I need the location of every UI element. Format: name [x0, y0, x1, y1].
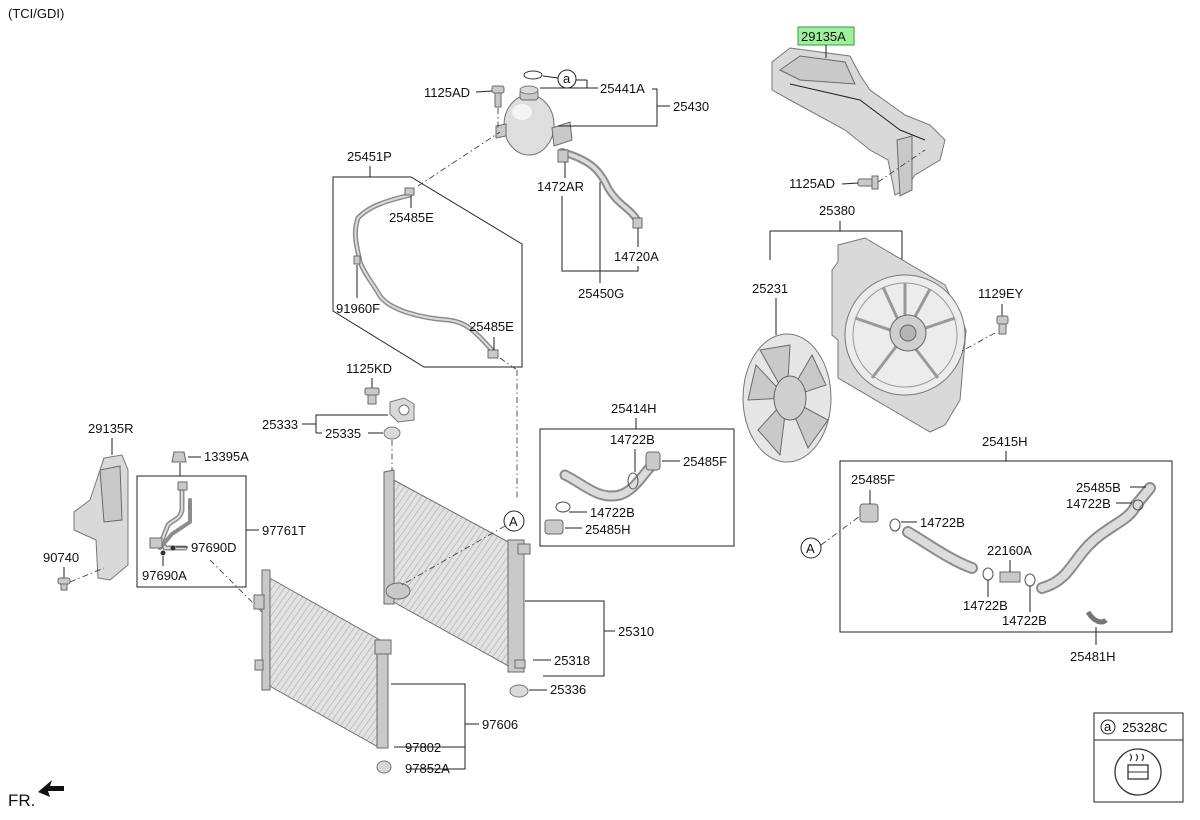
label-1125AD-top[interactable]: 1125AD	[424, 85, 470, 100]
upper-hose-part	[859, 482, 1156, 594]
label-25485B[interactable]: 25485B	[1076, 480, 1121, 495]
fan-shroud-part	[831, 237, 967, 433]
label-25430[interactable]: 25430	[673, 99, 709, 114]
mount-bracket-25333	[389, 397, 415, 423]
label-25415H[interactable]: 25415H	[982, 434, 1028, 449]
coolant-warning-icon	[1114, 748, 1162, 796]
label-22160A[interactable]: 22160A	[987, 543, 1032, 558]
label-25450G[interactable]: 25450G	[578, 286, 624, 301]
label-97690A[interactable]: 97690A	[142, 568, 187, 583]
insulator-25336	[509, 684, 529, 698]
ref-A-right: A	[806, 541, 815, 556]
label-97852A[interactable]: 97852A	[405, 761, 450, 776]
lower-hose-part	[544, 451, 661, 535]
label-1129EY[interactable]: 1129EY	[978, 286, 1024, 301]
label-25336[interactable]: 25336	[550, 682, 586, 697]
label-25328C[interactable]: 25328C	[1122, 720, 1168, 735]
ref-A-left: A	[509, 514, 518, 529]
bolt-1129EY	[996, 315, 1009, 335]
fan-blade-part	[742, 333, 832, 463]
insulator-25335	[383, 426, 401, 440]
label-29135R[interactable]: 29135R	[88, 421, 134, 436]
label-25231[interactable]: 25231	[752, 281, 788, 296]
label-25333[interactable]: 25333	[262, 417, 298, 432]
legend-ref-a: a	[1104, 719, 1112, 734]
cap-97852A	[376, 760, 392, 774]
label-90740[interactable]: 90740	[43, 550, 79, 565]
label-25335[interactable]: 25335	[325, 426, 361, 441]
label-1125KD[interactable]: 1125KD	[346, 361, 392, 376]
label-91960F[interactable]: 91960F	[336, 301, 380, 316]
label-1472AR[interactable]: 1472AR	[537, 179, 584, 194]
front-arrow-icon	[38, 780, 64, 797]
label-25310[interactable]: 25310	[618, 624, 654, 639]
label-14722B-box2-left[interactable]: 14722B	[920, 515, 965, 530]
upper-air-guard-part	[771, 47, 946, 197]
bracket-97761T	[136, 475, 247, 588]
ac-pipe-part	[149, 481, 192, 551]
label-25485E-upper[interactable]: 25485E	[389, 210, 434, 225]
condenser-part	[253, 569, 392, 749]
front-label: FR.	[8, 791, 35, 810]
label-14722B-box2-bottom-right[interactable]: 14722B	[1002, 613, 1047, 628]
label-25451P[interactable]: 25451P	[347, 149, 392, 164]
label-14722B-box1-bottom[interactable]: 14722B	[590, 505, 635, 520]
label-25481H[interactable]: 25481H	[1070, 649, 1116, 664]
label-97606[interactable]: 97606	[482, 717, 518, 732]
ref-circle-A-left	[503, 510, 525, 532]
cap-seal-ring	[523, 70, 543, 80]
clip-90740	[57, 577, 71, 591]
coolant-reservoir-part	[495, 85, 573, 156]
bolt-1125AD-top	[491, 85, 505, 108]
label-25414H[interactable]: 25414H	[611, 401, 657, 416]
label-97802[interactable]: 97802	[405, 740, 441, 755]
legend-ref-circle	[1100, 719, 1116, 735]
bolt-1125KD	[364, 387, 380, 405]
radiator-part	[383, 469, 531, 673]
clip-25481H	[1085, 610, 1108, 625]
label-25485H[interactable]: 25485H	[585, 522, 631, 537]
variant-label: (TCI/GDI)	[8, 6, 64, 21]
bracket-25414H	[539, 428, 735, 547]
label-25485E-lower[interactable]: 25485E	[469, 319, 514, 334]
label-25441A[interactable]: 25441A	[600, 81, 645, 96]
label-13395A[interactable]: 13395A	[204, 449, 249, 464]
bracket-25415H	[839, 460, 1173, 633]
label-25318[interactable]: 25318	[554, 653, 590, 668]
nut-13395A	[171, 451, 187, 463]
bracket-25451P	[332, 176, 523, 368]
label-14722B-box2-upper-right[interactable]: 14722B	[1066, 496, 1111, 511]
breather-hose-part	[352, 187, 499, 359]
ref-circle-A-right	[800, 537, 822, 559]
label-1125AD-right[interactable]: 1125AD	[789, 176, 835, 191]
ref-a-small: a	[563, 71, 571, 86]
label-25485F-box1[interactable]: 25485F	[683, 454, 727, 469]
label-29135A[interactable]: 29135A	[801, 29, 846, 44]
label-14722B-box2-bottom-left[interactable]: 14722B	[963, 598, 1008, 613]
label-14722B-box1-top[interactable]: 14722B	[610, 432, 655, 447]
label-25380[interactable]: 25380	[819, 203, 855, 218]
label-25485F-box2[interactable]: 25485F	[851, 472, 895, 487]
legend-box	[1093, 712, 1184, 803]
bolt-1125AD-right	[857, 175, 879, 190]
label-97690D[interactable]: 97690D	[191, 540, 237, 555]
label-97761T[interactable]: 97761T	[262, 523, 306, 538]
side-air-guard-part	[73, 454, 129, 581]
label-14720A[interactable]: 14720A	[614, 249, 659, 264]
reservoir-hose-part	[557, 148, 643, 229]
